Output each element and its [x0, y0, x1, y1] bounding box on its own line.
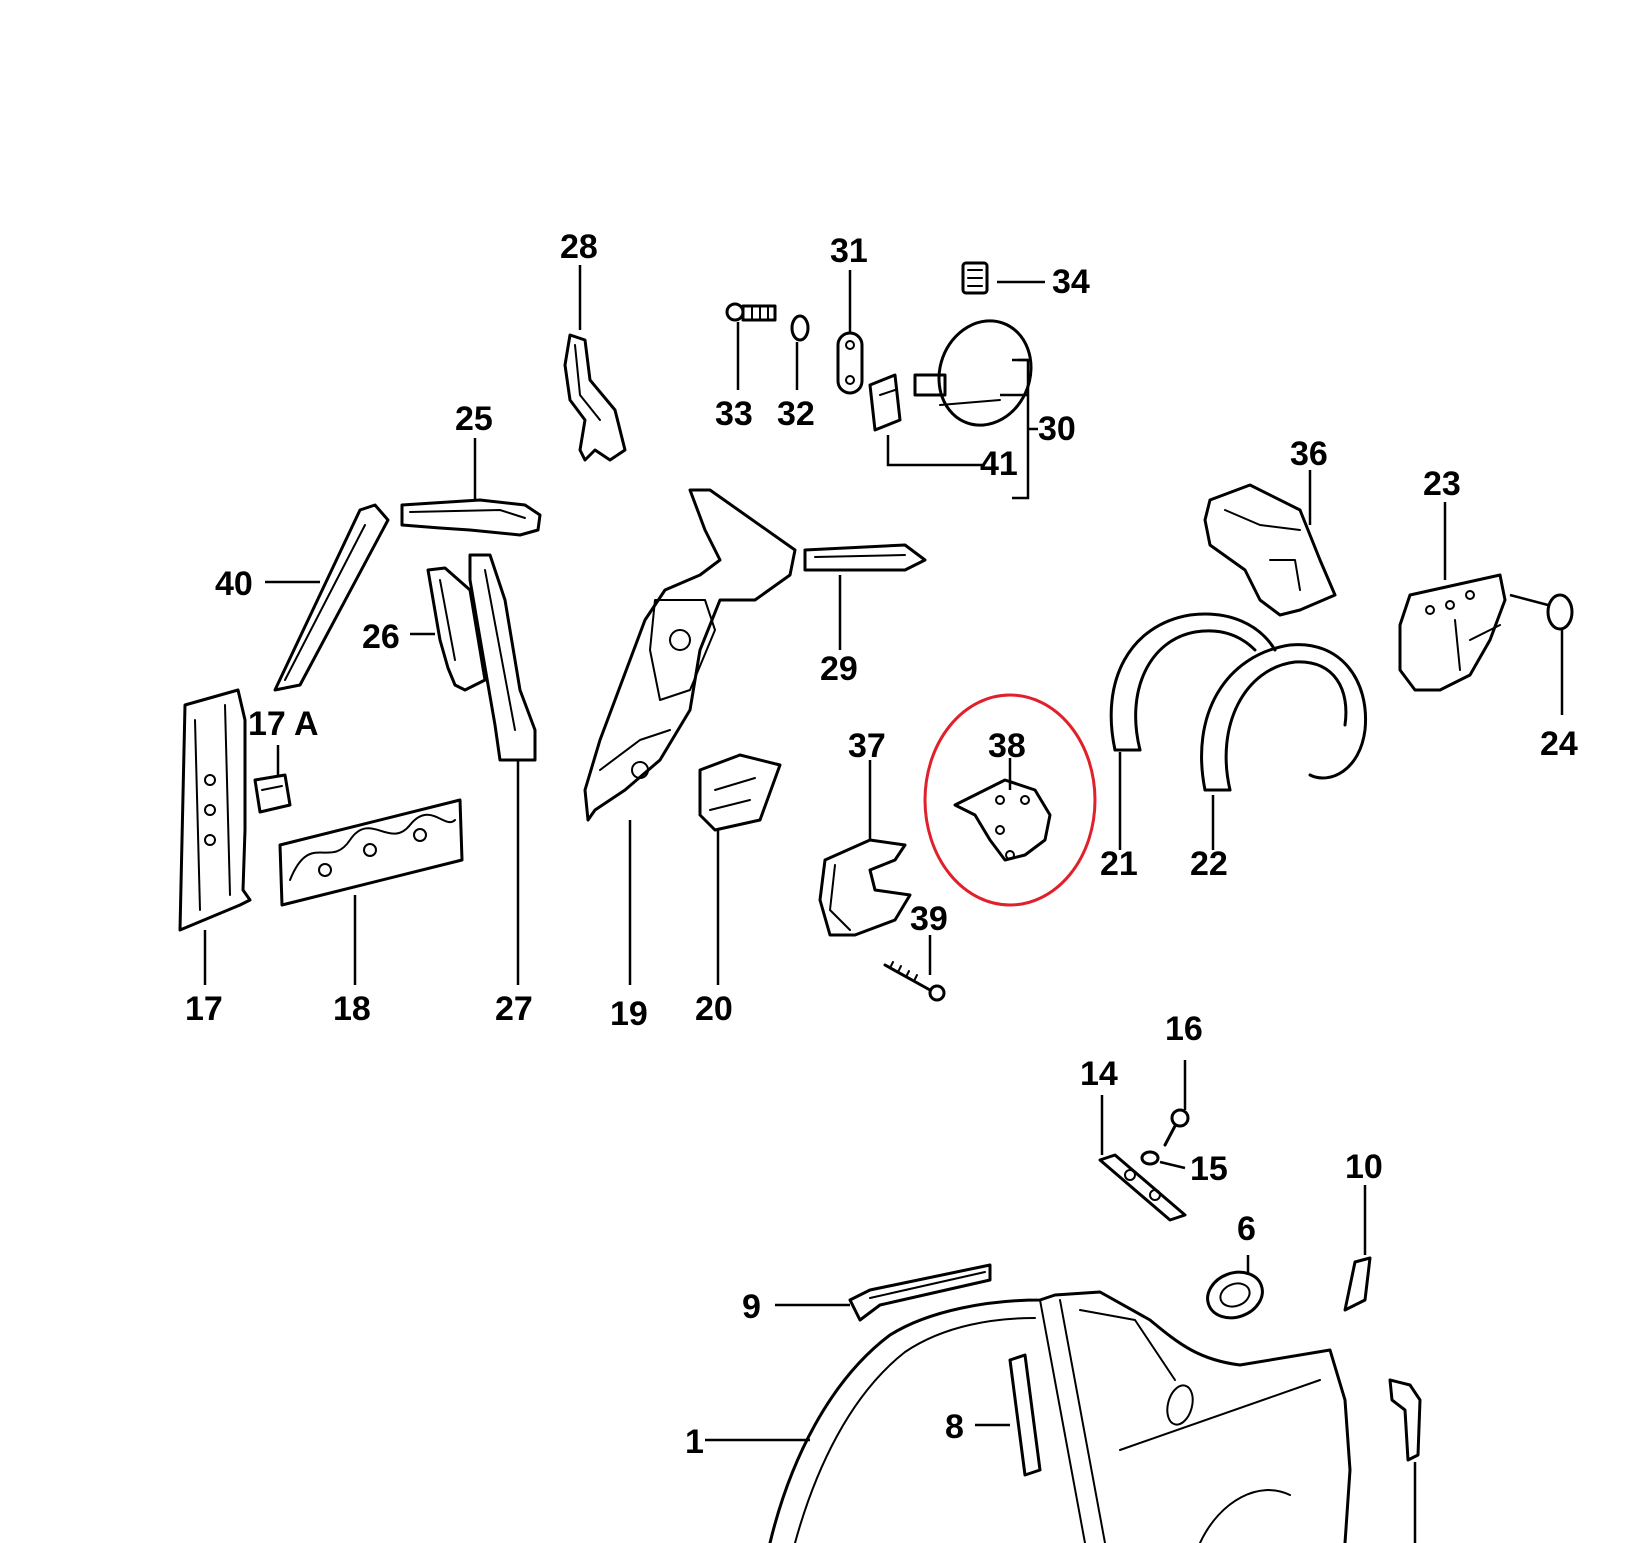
label-36: 36: [1290, 435, 1328, 473]
part-37-shield: [818, 760, 912, 937]
label-37: 37: [848, 727, 886, 765]
part-18-rocker: [278, 798, 464, 985]
part-34-clip: [961, 261, 1045, 295]
label-17: 17: [185, 990, 223, 1028]
label-15: 15: [1190, 1150, 1228, 1188]
label-39: 39: [910, 900, 948, 938]
label-16: 16: [1165, 1010, 1203, 1048]
label-23: 23: [1423, 465, 1461, 503]
part-27-pillar: [468, 553, 537, 985]
part-33-bolt: [725, 302, 777, 390]
part-39-screw: [883, 935, 946, 1002]
label-32: 32: [777, 395, 815, 433]
part-15-washer: [1140, 1150, 1186, 1170]
label-1: 1: [685, 1423, 704, 1461]
part-right-trim: [1388, 1378, 1422, 1543]
part-32-washer: [790, 314, 810, 390]
label-34: 34: [1052, 263, 1090, 301]
part-17a-clip: [253, 745, 292, 814]
part-29-rail: [803, 543, 927, 650]
label-24: 24: [1540, 725, 1578, 763]
part-21-wheelhouse: [1109, 612, 1277, 850]
label-33: 33: [715, 395, 753, 433]
part-22-wheelhouse: [1200, 643, 1368, 850]
label-18: 18: [333, 990, 371, 1028]
label-30: 30: [1038, 410, 1076, 448]
label-6: 6: [1237, 1210, 1256, 1248]
label-29: 29: [820, 650, 858, 688]
label-22: 22: [1190, 845, 1228, 883]
label-19: 19: [610, 995, 648, 1033]
label-27: 27: [495, 990, 533, 1028]
label-26: 26: [362, 618, 400, 656]
part-20-duct: [698, 753, 782, 985]
label-14: 14: [1080, 1055, 1118, 1093]
part-25-rail: [400, 438, 542, 537]
part-36-housing: [1203, 470, 1337, 617]
part-26-panel: [410, 566, 487, 692]
label-25: 25: [455, 400, 493, 438]
part-19-inner-panel: [583, 488, 797, 985]
part-9-trim: [775, 1263, 992, 1322]
label-8: 8: [945, 1408, 964, 1446]
part-6-grommet: [1206, 1255, 1264, 1320]
label-40: 40: [215, 565, 253, 603]
part-23-panel: [1398, 502, 1507, 692]
part-8-strip: [975, 1353, 1042, 1477]
label-20: 20: [695, 990, 733, 1028]
part-14-hinge: [1098, 1095, 1187, 1222]
part-38-bracket: [953, 758, 1052, 862]
label-10: 10: [1345, 1148, 1383, 1186]
part-1-quarter-panel: [705, 1290, 1352, 1543]
part-16-bolt: [1163, 1060, 1190, 1147]
highlight-circle: [923, 693, 1097, 907]
part-24-grommet: [1509, 593, 1574, 715]
label-31: 31: [830, 232, 868, 270]
part-17-pillar: [178, 688, 252, 985]
label-38: 38: [988, 727, 1026, 765]
part-30-fuel-flap: [868, 319, 1038, 500]
label-21: 21: [1100, 845, 1138, 883]
part-28-bracket: [563, 265, 627, 462]
part-31-link: [836, 270, 864, 395]
part-40-strip: [265, 503, 390, 692]
label-17a: 17 A: [248, 705, 319, 743]
label-41: 41: [980, 445, 1018, 483]
label-9: 9: [742, 1288, 761, 1326]
label-28: 28: [560, 228, 598, 266]
part-10-tab: [1343, 1185, 1372, 1312]
